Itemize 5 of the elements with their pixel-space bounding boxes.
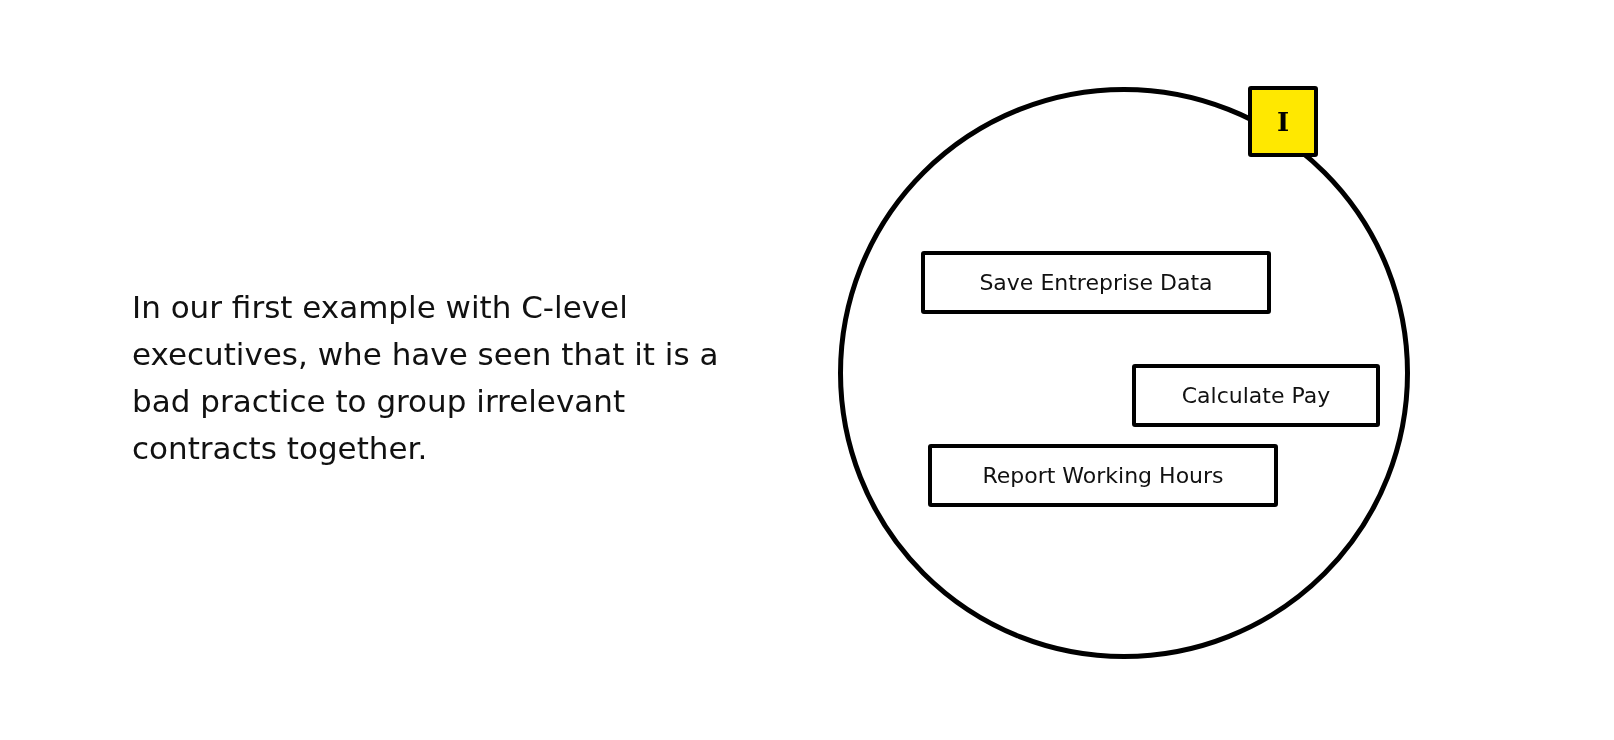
contract-box: Calculate Pay — [1132, 364, 1380, 427]
description-paragraph: In our first example with C-level executives, whe have seen that it is a bad practice to group irrelevant contracts together. — [132, 288, 720, 468]
contract-box: Report Working Hours — [928, 444, 1278, 507]
contract-box: Save Entreprise Data — [921, 251, 1271, 314]
circle-outline — [838, 87, 1410, 659]
